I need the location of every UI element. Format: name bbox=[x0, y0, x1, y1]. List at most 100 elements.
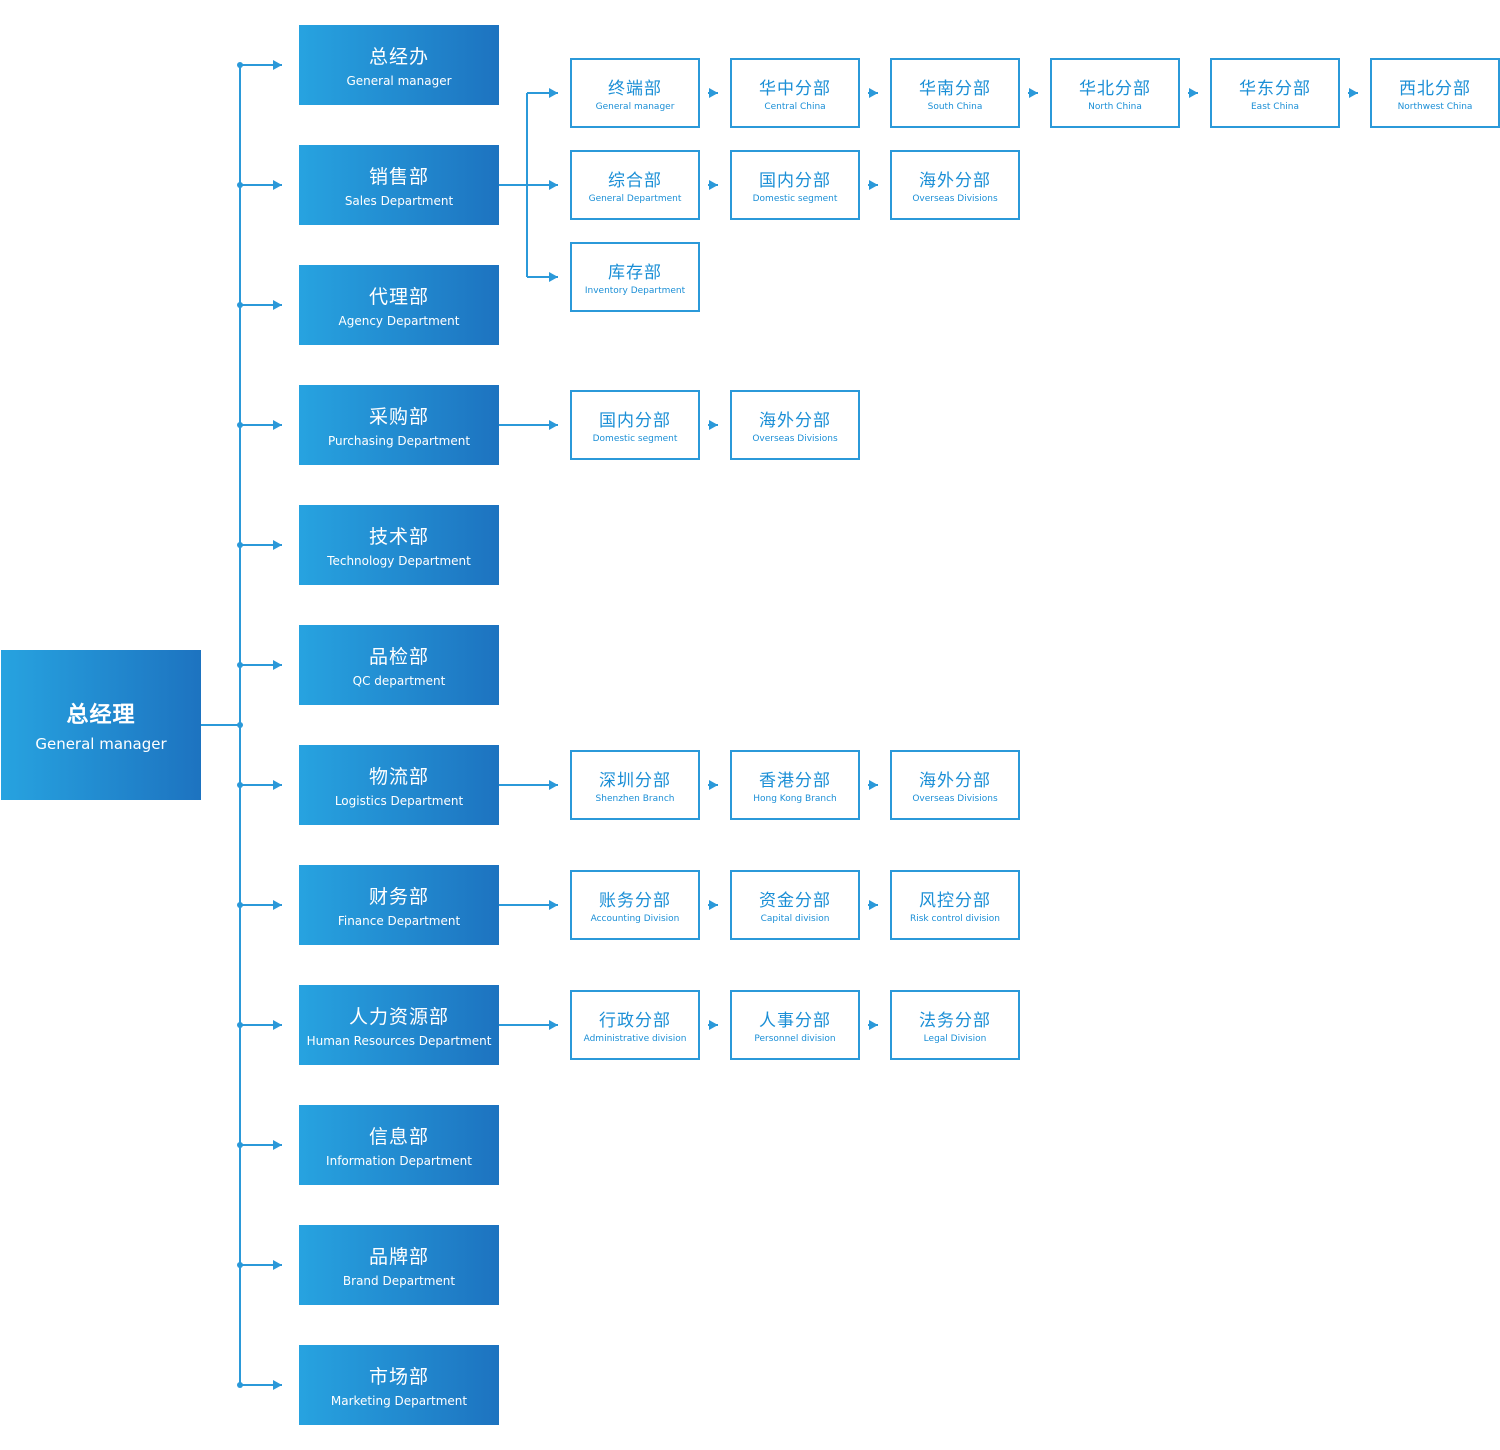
sub-node-title: 资金分部 bbox=[759, 891, 831, 911]
sub-node-subtitle: Shenzhen Branch bbox=[595, 794, 675, 804]
dept-node-title: 品牌部 bbox=[368, 1246, 429, 1268]
dept-node-title: 物流部 bbox=[368, 766, 429, 788]
sub-node-subtitle: Administrative division bbox=[583, 1034, 687, 1044]
chain-arrow bbox=[709, 420, 718, 430]
sub-node-subtitle: South China bbox=[927, 102, 983, 112]
dept-node-title: 信息部 bbox=[368, 1126, 429, 1148]
dept-node: 品牌部 Brand Department bbox=[299, 1225, 499, 1305]
chain-arrow bbox=[709, 780, 718, 790]
sub-node-subtitle: Overseas Divisions bbox=[912, 194, 998, 204]
chain-arrow bbox=[709, 1020, 718, 1030]
dept-node-title: 销售部 bbox=[368, 166, 429, 188]
dept-node-subtitle: Marketing Department bbox=[330, 1394, 468, 1408]
chain-arrow bbox=[869, 780, 878, 790]
sub-node-subtitle: General manager bbox=[595, 102, 675, 112]
dept-node: 采购部 Purchasing Department bbox=[299, 385, 499, 465]
sub-node-title: 账务分部 bbox=[599, 891, 671, 911]
dept-node: 信息部 Information Department bbox=[299, 1105, 499, 1185]
sub-node-subtitle: Northwest China bbox=[1397, 102, 1473, 112]
branch-arrow bbox=[273, 60, 282, 70]
branch-arrow bbox=[273, 540, 282, 550]
dept-node-subtitle: General manager bbox=[346, 74, 452, 88]
branch-arrow bbox=[273, 1260, 282, 1270]
sub-node: 海外分部 Overseas Divisions bbox=[890, 150, 1020, 220]
sub-node-title: 海外分部 bbox=[919, 171, 991, 191]
dept-node-subtitle: Sales Department bbox=[344, 194, 454, 208]
dept-node-subtitle: Brand Department bbox=[342, 1274, 456, 1288]
dept-node-title: 财务部 bbox=[368, 886, 429, 908]
chain-arrow bbox=[1349, 88, 1358, 98]
dept-node-title: 市场部 bbox=[368, 1366, 429, 1388]
dept-node-title: 采购部 bbox=[368, 406, 429, 428]
dept-sub-arrow bbox=[549, 900, 558, 910]
dept-sub-arrow bbox=[549, 1020, 558, 1030]
chain-arrow bbox=[1029, 88, 1038, 98]
sub-node-title: 海外分部 bbox=[759, 411, 831, 431]
chain-arrow bbox=[709, 900, 718, 910]
sub-node-subtitle: Personnel division bbox=[754, 1034, 836, 1044]
dept-node: 总经办 General manager bbox=[299, 25, 499, 105]
branch-arrow bbox=[273, 1380, 282, 1390]
root-node-subtitle: General manager bbox=[35, 735, 167, 753]
sub-node-subtitle: Capital division bbox=[760, 914, 830, 924]
sub-node-subtitle: Legal Division bbox=[923, 1034, 987, 1044]
root-node-title: 总经理 bbox=[66, 703, 136, 728]
dept-node-title: 总经办 bbox=[368, 46, 429, 68]
branch-arrow bbox=[273, 660, 282, 670]
dept-node: 销售部 Sales Department bbox=[299, 145, 499, 225]
dept-sub-arrow bbox=[549, 780, 558, 790]
sub-node-subtitle: Central China bbox=[764, 102, 826, 112]
sub-node: 库存部 Inventory Department bbox=[570, 242, 700, 312]
sub-node: 海外分部 Overseas Divisions bbox=[890, 750, 1020, 820]
chain-arrow bbox=[869, 900, 878, 910]
sub-node-title: 海外分部 bbox=[919, 771, 991, 791]
sub-node-title: 行政分部 bbox=[599, 1011, 671, 1031]
sub-node-title: 华南分部 bbox=[919, 79, 991, 99]
dept-node: 市场部 Marketing Department bbox=[299, 1345, 499, 1425]
dept-node-subtitle: Logistics Department bbox=[334, 794, 464, 808]
dept-node: 代理部 Agency Department bbox=[299, 265, 499, 345]
sub-node-title: 香港分部 bbox=[759, 771, 831, 791]
branch-arrow bbox=[273, 780, 282, 790]
branch-arrow bbox=[273, 420, 282, 430]
dept-node-subtitle: Agency Department bbox=[338, 314, 460, 328]
sub-node-subtitle: Domestic segment bbox=[752, 194, 838, 204]
dept-node-subtitle: Information Department bbox=[326, 1154, 472, 1168]
sub-node: 资金分部 Capital division bbox=[730, 870, 860, 940]
dept-node-subtitle: QC department bbox=[352, 674, 446, 688]
branch-arrow bbox=[273, 300, 282, 310]
sub-node-subtitle: North China bbox=[1088, 102, 1142, 112]
sub-node: 行政分部 Administrative division bbox=[570, 990, 700, 1060]
sub-node-subtitle: Inventory Department bbox=[584, 286, 686, 296]
dept-node-title: 代理部 bbox=[368, 286, 429, 308]
dept-node-subtitle: Purchasing Department bbox=[327, 434, 471, 448]
root-node: 总经理 General manager bbox=[1, 650, 201, 800]
branch-arrow bbox=[273, 180, 282, 190]
sub-node-title: 风控分部 bbox=[919, 891, 991, 911]
sub-node-title: 华北分部 bbox=[1079, 79, 1151, 99]
sub-node-title: 人事分部 bbox=[759, 1011, 831, 1031]
chain-arrow bbox=[869, 180, 878, 190]
sub-node-subtitle: General Department bbox=[588, 194, 682, 204]
chain-arrow bbox=[709, 180, 718, 190]
sub-node-subtitle: Overseas Divisions bbox=[912, 794, 998, 804]
sub-node-title: 库存部 bbox=[608, 263, 662, 283]
sub-node-title: 华中分部 bbox=[759, 79, 831, 99]
sub-node-title: 综合部 bbox=[608, 171, 662, 191]
sub-node-subtitle: Hong Kong Branch bbox=[753, 794, 837, 804]
dept-node-title: 人力资源部 bbox=[348, 1006, 449, 1028]
